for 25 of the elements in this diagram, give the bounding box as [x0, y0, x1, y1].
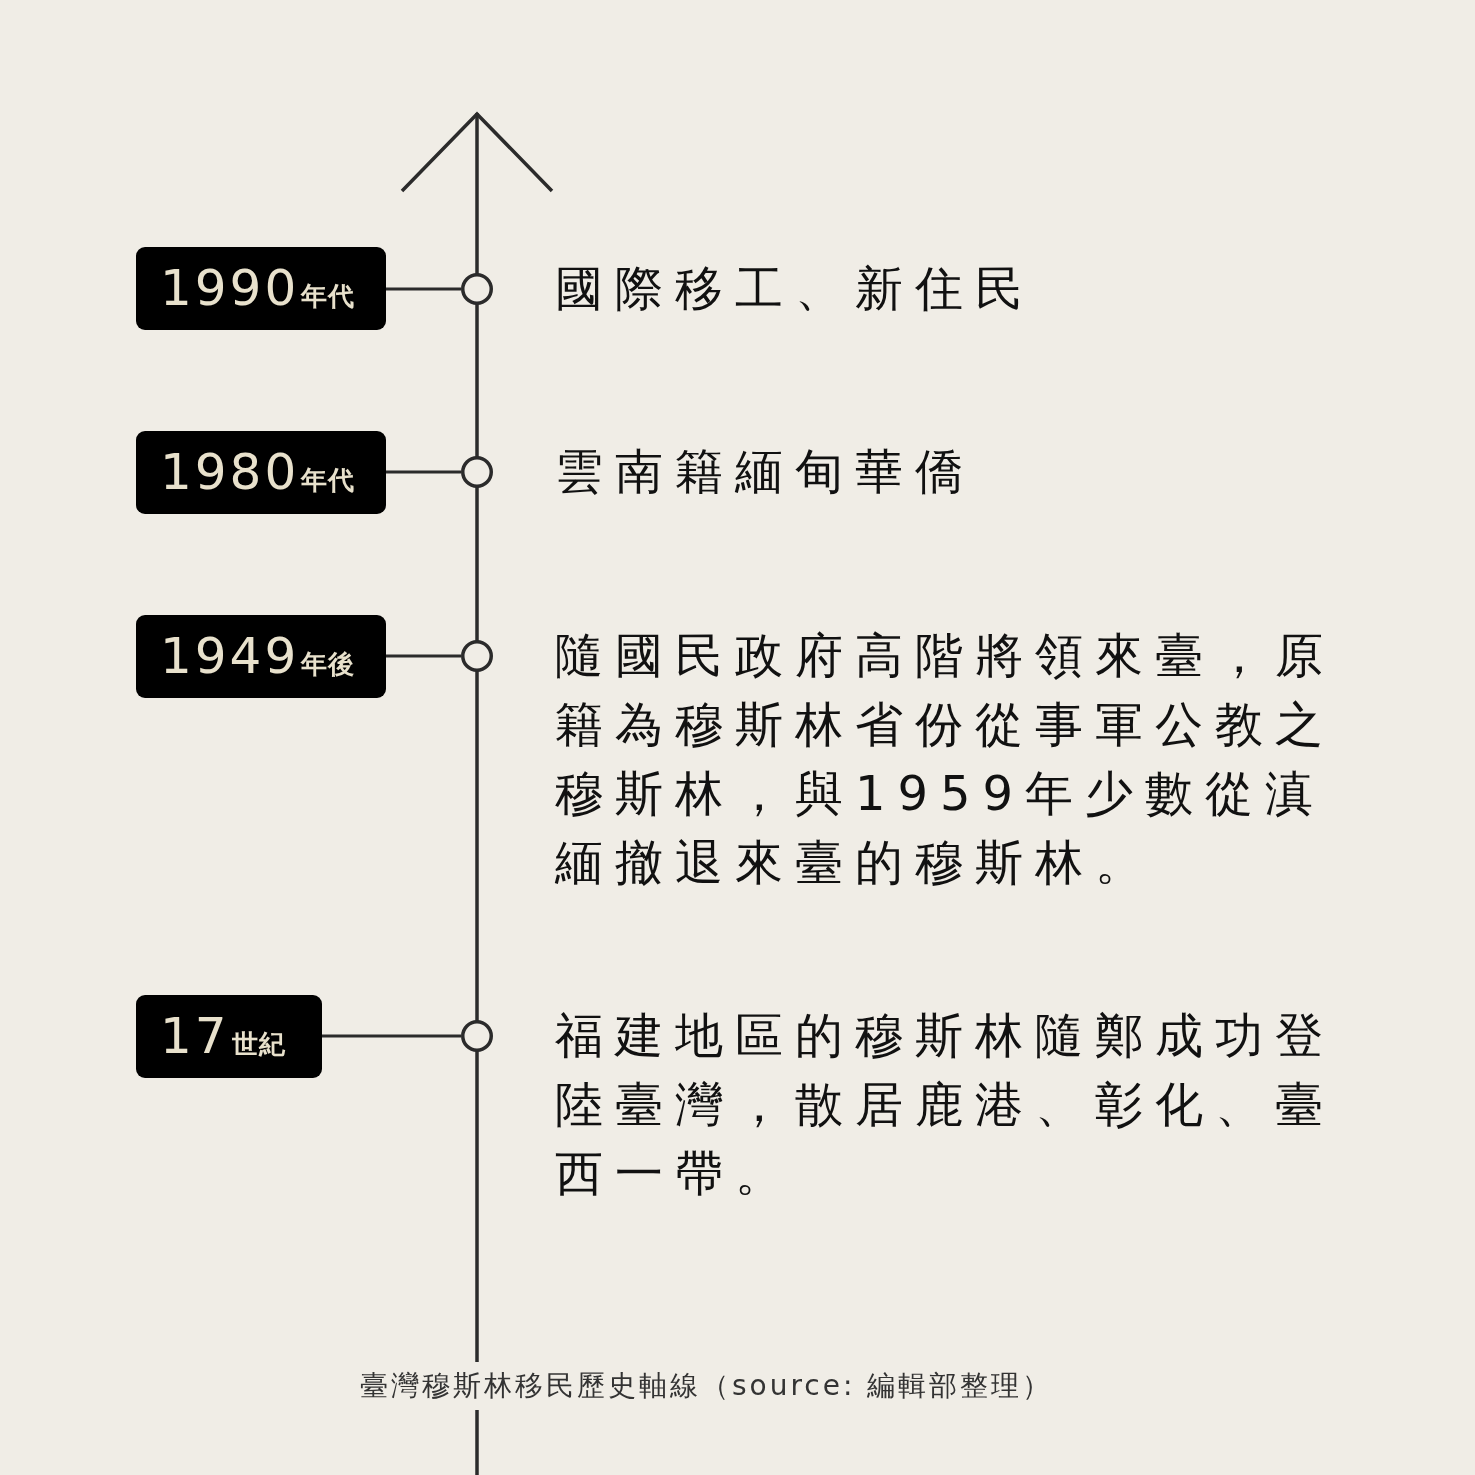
year-number: 1980 [160, 443, 300, 501]
year-number: 1949 [160, 627, 300, 685]
year-suffix: 年代 [301, 465, 356, 495]
connector-line [386, 654, 461, 658]
year-number: 17 [160, 1007, 230, 1065]
event-description: 國際移工、新住民 [555, 259, 1036, 318]
timeline-dot [461, 640, 493, 672]
timeline-dot [461, 273, 493, 305]
year-number: 1990 [160, 259, 300, 317]
event-description: 福建地區的穆斯林隨鄭成功登陸臺灣，散居鹿港、彰化、臺西一帶。 [555, 1006, 1336, 1203]
year-suffix: 世紀 [231, 1029, 286, 1059]
event-description: 隨國民政府高階將領來臺，原籍為穆斯林省份從事軍公教之穆斯林，與1959年少數從滇緬撤退來臺的穆斯林。 [555, 626, 1336, 892]
timeline-dot [461, 456, 493, 488]
connector-line [386, 470, 461, 474]
timeline-dot [461, 1020, 493, 1052]
year-suffix: 年代 [301, 281, 356, 311]
year-tag [136, 247, 386, 330]
event-description: 雲南籍緬甸華僑 [555, 442, 976, 501]
connector-line [322, 1034, 461, 1038]
year-tag [136, 431, 386, 514]
year-tag [136, 615, 386, 698]
caption: 臺灣穆斯林移民歷史軸線（source: 編輯部整理） [360, 1368, 1054, 1404]
year-tag [136, 995, 322, 1078]
connector-line [386, 287, 461, 291]
year-suffix: 年後 [301, 649, 356, 679]
